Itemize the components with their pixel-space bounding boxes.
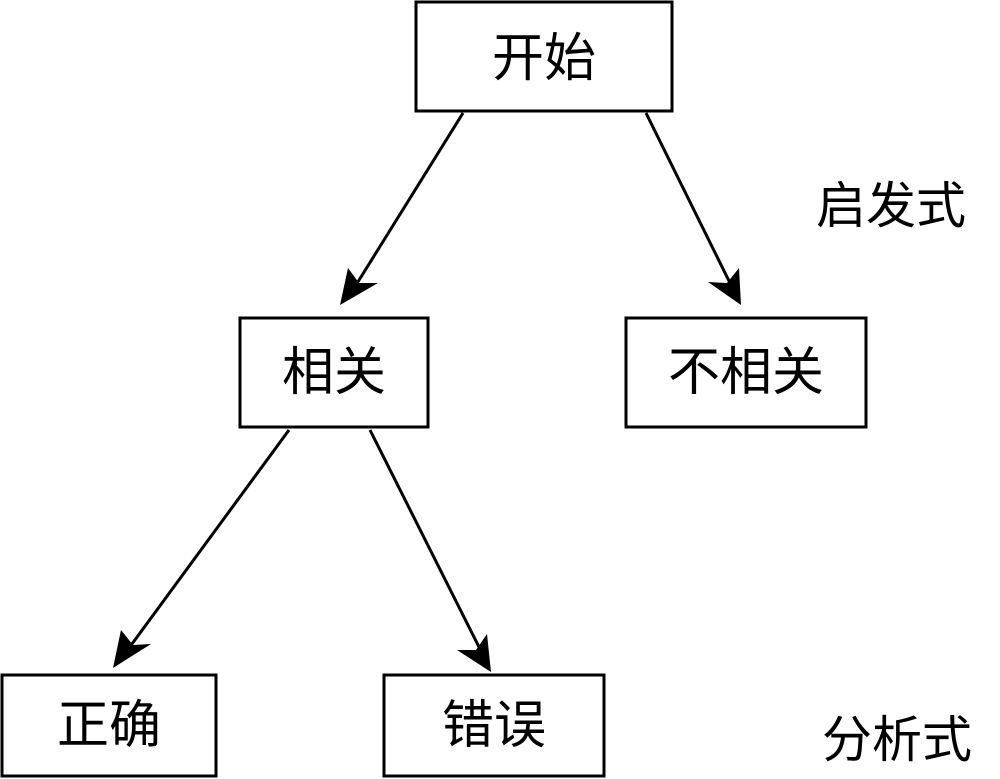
edge-related-to-wrong [368, 429, 483, 652]
edge-start-to-unrelated [644, 112, 733, 286]
node-unrelated: 不相关 [624, 316, 868, 429]
node-start-box [414, 0, 674, 113]
edge-start-to-related [354, 112, 465, 286]
node-correct-box [0, 673, 218, 778]
arrowhead-related [340, 268, 378, 305]
node-wrong-label: 错误 [442, 696, 546, 756]
heuristic-label: 启发式 [816, 177, 966, 235]
node-start: 开始 [414, 0, 674, 113]
node-wrong-box [382, 673, 606, 778]
edges [113, 112, 741, 672]
node-correct-label: 正确 [57, 696, 161, 756]
node-start-label: 开始 [492, 29, 596, 89]
node-unrelated-box [624, 316, 868, 429]
node-related-label: 相关 [282, 343, 386, 403]
analytic-label: 分析式 [822, 711, 972, 769]
arrowhead-correct [113, 630, 151, 668]
arrowhead-wrong [457, 634, 491, 672]
node-wrong: 错误 [382, 673, 606, 778]
node-correct: 正确 [0, 673, 218, 778]
node-related: 相关 [238, 316, 430, 429]
arrowhead-unrelated [708, 268, 741, 305]
node-related-box [238, 316, 430, 429]
edge-related-to-correct [127, 429, 291, 649]
node-unrelated-label: 不相关 [668, 343, 824, 403]
